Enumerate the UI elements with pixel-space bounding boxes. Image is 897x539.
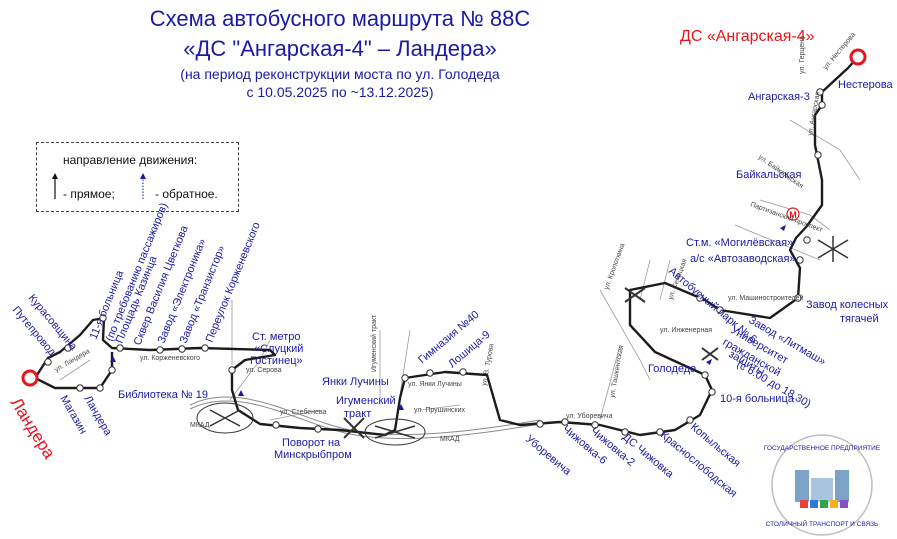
stop-zavod-kolesnyh-1: Завод колесных xyxy=(806,299,889,311)
stop-povorot-1: Поворот на xyxy=(282,437,341,449)
interchange-mkad-mid xyxy=(343,417,365,439)
stop-krasnoslobodskaya: Краснослободская xyxy=(658,429,739,500)
period-dates: с 10.05.2025 по ~13.12.2025) xyxy=(246,84,434,100)
stop-avtozavodskaya: а/с «Автозаводская» xyxy=(690,253,796,265)
metro-icon-label: M xyxy=(789,210,797,220)
backward-arrow-icon xyxy=(140,173,146,199)
street-serova: ул. Серова xyxy=(246,367,282,374)
interchange-mkad-west xyxy=(196,402,254,434)
stop-zavod-kolesnyh-2: тягачей xyxy=(840,313,879,325)
terminal-angarskaya-label: ДС «Ангарская-4» xyxy=(680,28,815,45)
street-korzhenevskogo: ул. Корженевского xyxy=(140,355,200,362)
company-logo: ГОСУДАРСТВЕННОЕ ПРЕДПРИЯТИЕ СТОЛИЧНЫЙ ТР… xyxy=(764,434,881,536)
metro-icon xyxy=(786,207,800,221)
street-tashkentskaya: ул. Ташкентская xyxy=(609,345,625,399)
street-prushinskih: ул. Прушинских xyxy=(414,407,466,414)
terminal-angarskaya-marker xyxy=(849,48,867,66)
stop-st-metro-3: Гостинец» xyxy=(250,355,303,367)
stop-bolnica10: 10-я больница xyxy=(720,393,795,405)
direction-legend: направление движения: - прямое; - обратн… xyxy=(36,142,239,212)
stop-yanki-luchiny: Янки Лучины xyxy=(322,376,389,388)
street-stebeneva: ул. Стебенева xyxy=(280,408,327,416)
stop-igumensky-1: Игуменский xyxy=(336,395,396,407)
forward-arrow-icon xyxy=(52,173,58,199)
map-title: Схема автобусного маршрута № 88С xyxy=(149,6,531,31)
stop-uborevicha: Уборевича xyxy=(523,433,574,478)
map-subtitle: «ДС "Ангарская-4" – Ландера» xyxy=(183,36,497,61)
street-kuprevicha: ул. Кропоткина xyxy=(603,242,626,290)
stop-st-metro-1: Ст. метро xyxy=(252,331,300,343)
stop-nesterova: Нестерова xyxy=(838,79,894,91)
stop-igumensky-2: тракт xyxy=(344,408,371,420)
stop-golodeda: Голодеда xyxy=(648,363,697,375)
street-mkad-west: МКАД xyxy=(190,422,210,429)
street-gertsena: ул. Герцена xyxy=(799,36,806,74)
legend-forward: - прямое; xyxy=(63,187,115,201)
street-yanki-luchiny: ул. Янки Лучины xyxy=(408,381,462,388)
street-turova: ул. В. Турова xyxy=(481,343,495,386)
street-network xyxy=(59,119,861,421)
stop-povorot-2: Минскрыбпром xyxy=(274,449,352,461)
logo-bottom-text: СТОЛИЧНЫЙ ТРАНСПОРТ И СВЯЗЬ xyxy=(766,519,879,528)
street-mashinostroitelei: ул. Машиностроителей xyxy=(728,294,804,302)
stop-biblioteka: Библиотека № 19 xyxy=(118,389,208,401)
stop-angarskaya3: Ангарская-3 xyxy=(748,91,810,103)
stop-baikalskaya: Байкальская xyxy=(736,169,801,181)
interchange-autopark xyxy=(624,287,646,303)
backward-direction-arrows xyxy=(110,225,786,410)
street-mkad-east: МКАД xyxy=(440,436,460,443)
street-igumensky: Игуменский тракт xyxy=(370,314,378,372)
logo-top-text: ГОСУДАРСТВЕННОЕ ПРЕДПРИЯТИЕ xyxy=(764,445,881,452)
stop-st-metro-2: «Слуцкий xyxy=(254,343,303,355)
interchange-universitet xyxy=(701,347,719,361)
route-line xyxy=(33,56,859,437)
stop-markers xyxy=(44,88,826,436)
terminal-landera-label: Ландера xyxy=(7,394,60,462)
interchange-igumensky xyxy=(364,418,426,446)
street-inzhenernaya: ул. Инженерная xyxy=(660,327,712,334)
street-uborevicha: ул. Уборевича xyxy=(566,412,613,420)
stop-mogilevskaya: Ст.м. «Могилёвская» xyxy=(686,237,793,249)
terminal-landera-marker xyxy=(21,369,39,387)
period-note: (на период реконструкции моста по ул. Го… xyxy=(180,66,500,82)
interchange-east xyxy=(817,236,849,262)
legend-backward: - обратное. xyxy=(155,187,218,201)
legend-title: направление движения: xyxy=(63,153,198,167)
